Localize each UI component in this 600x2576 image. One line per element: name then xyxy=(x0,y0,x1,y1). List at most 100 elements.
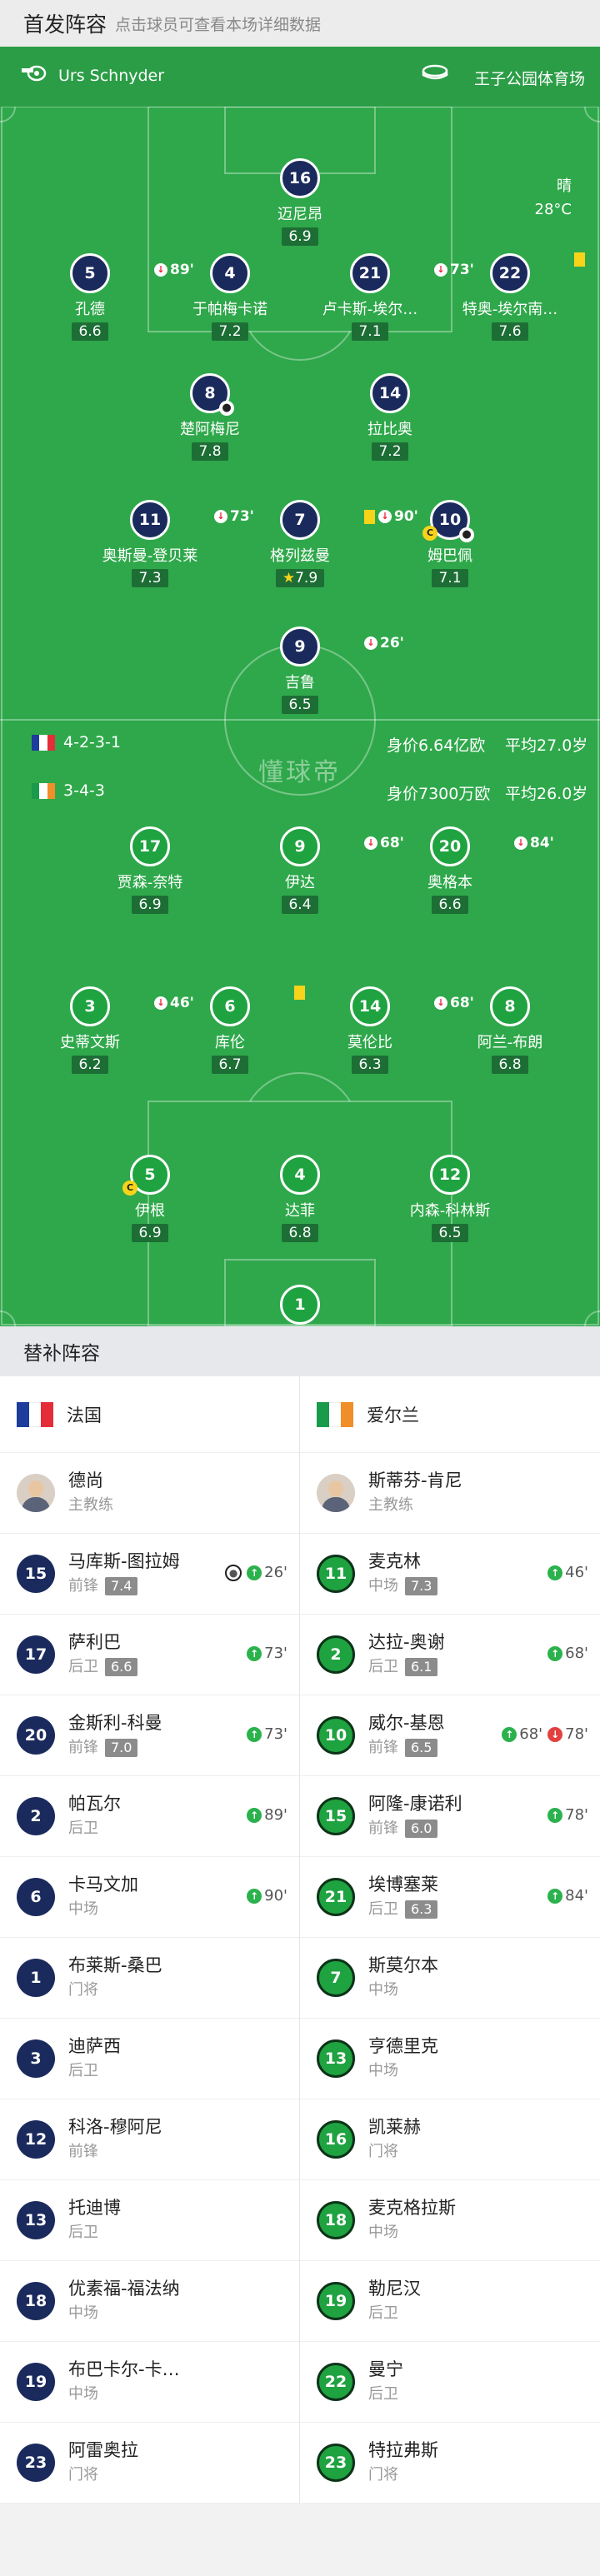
shirt-number: 21 xyxy=(317,1878,355,1916)
fr-player-card[interactable]: 7↓90'格列兹曼★7.9 xyxy=(238,500,418,587)
shirt-number: 7↓90' xyxy=(280,500,418,540)
player-events: ↓90' xyxy=(364,499,418,534)
sub-player-position: 后卫 xyxy=(368,1900,398,1918)
ireland-coach-row[interactable]: 斯蒂芬-肯尼 主教练 xyxy=(300,1453,600,1534)
sub-player-name: 麦克林 xyxy=(368,1551,421,1571)
fr-player-card[interactable]: 21↓73'卢卡斯-埃尔…7.1 xyxy=(308,253,474,341)
sub-in-icon: ↑ xyxy=(247,1807,262,1823)
pitch: Urs Schnyder 王子公园体育场 晴 28°C 4-2-3-1 身价6.… xyxy=(0,47,600,1326)
sub-events: ↑73' xyxy=(247,1645,288,1662)
yellow-card-icon xyxy=(574,252,585,267)
shirt-number: 20 xyxy=(17,1716,55,1755)
sub-player-position: 门将 xyxy=(68,2466,98,2484)
sub-player-position: 中场 xyxy=(68,2385,98,2403)
sub-in-minute: 78' xyxy=(565,1806,588,1824)
player-name: 伊根 xyxy=(135,1202,165,1220)
rating-value: 7.2 xyxy=(378,443,402,460)
player-rating: 6.6 xyxy=(72,322,108,341)
sub-player-rating: 7.0 xyxy=(105,1739,138,1757)
sub-player-position: 前锋 xyxy=(68,2143,98,2160)
player-rating: 7.6 xyxy=(492,322,528,341)
sub-out-icon: ↓ xyxy=(514,836,528,850)
sub-in-minute: 90' xyxy=(264,1887,288,1905)
player-rating: ★7.9 xyxy=(275,569,325,587)
captain-icon: C xyxy=(422,526,438,541)
event-minute: 68' xyxy=(380,835,404,851)
ireland-squad-value: 身价7300万欧 xyxy=(387,785,491,803)
lineup-title: 首发阵容 xyxy=(23,12,108,37)
ie-player-card[interactable]: 1巴祖努6.4 xyxy=(238,1285,362,1326)
whistle-icon xyxy=(20,63,47,86)
player-number: 12 xyxy=(438,1166,462,1184)
player-name: 奥斯曼-登贝莱 xyxy=(102,547,198,565)
rating-value: 7.3 xyxy=(138,570,162,587)
player-number: 20 xyxy=(438,837,462,856)
player-rating: 6.4 xyxy=(282,896,318,914)
sub-events: ↑84' xyxy=(548,1887,588,1905)
shirt-number: 12 xyxy=(17,2120,55,2159)
player-name: 卢卡斯-埃尔… xyxy=(322,301,418,318)
weather-condition: 晴 xyxy=(557,177,572,195)
rating-value: 7.1 xyxy=(358,323,382,340)
player-number: 4 xyxy=(294,1166,306,1184)
player-name: 内森-科林斯 xyxy=(409,1202,491,1220)
sub-player-name: 特拉弗斯 xyxy=(368,2440,438,2460)
player-number: 5 xyxy=(84,264,96,282)
ireland-team-row: 爱尔兰 xyxy=(300,1376,600,1453)
sub-player-name: 阿隆-康诺利 xyxy=(368,1794,462,1814)
sub-player-name: 亨德里克 xyxy=(368,2036,438,2056)
sub-in-minute: 68' xyxy=(519,1725,543,1743)
player-number: 1 xyxy=(294,1295,306,1314)
france-coach-row[interactable]: 德尚 主教练 xyxy=(0,1453,299,1534)
sub-out-icon: ↓ xyxy=(154,996,168,1010)
rating-value: 6.6 xyxy=(438,896,462,913)
sub-player-name: 埃博塞莱 xyxy=(368,1875,438,1895)
sub-player-name: 布莱斯-桑巴 xyxy=(68,1955,162,1975)
player-events: ↓68' xyxy=(364,826,404,861)
